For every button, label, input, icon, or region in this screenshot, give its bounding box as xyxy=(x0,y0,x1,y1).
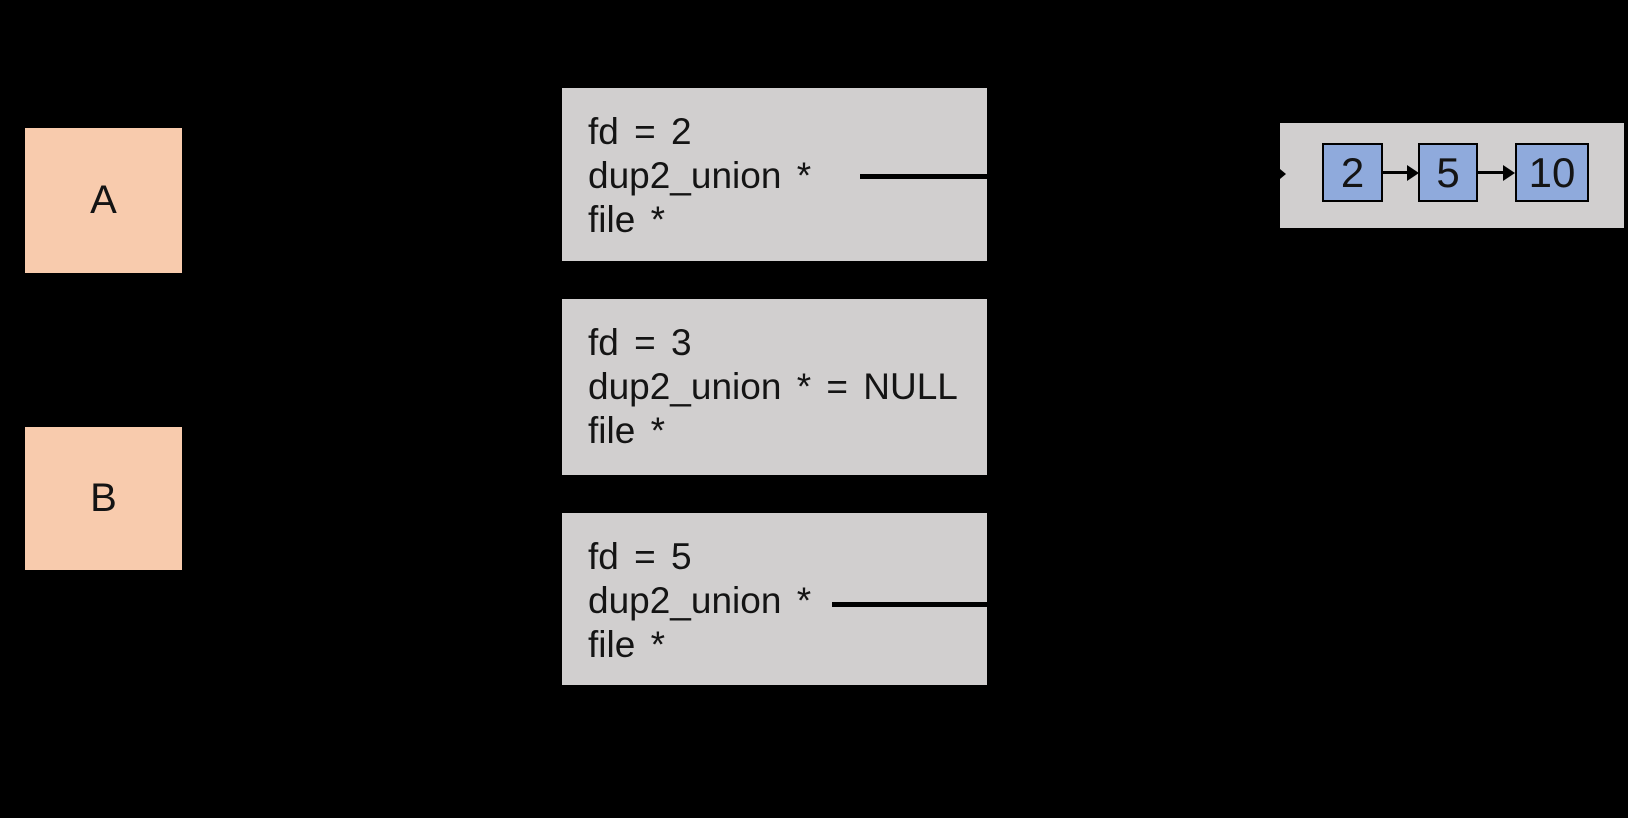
process-box-b: B xyxy=(25,427,182,570)
list-node: 5 xyxy=(1418,143,1478,202)
file-field: file * xyxy=(588,199,665,240)
dup2-union-field: dup2_union * xyxy=(588,580,812,621)
file-field: file * xyxy=(588,410,665,451)
list-arrow xyxy=(1383,171,1408,174)
pointer-arrowhead-tip-icon xyxy=(1280,169,1286,179)
dup2-union-field: dup2_union * = NULL xyxy=(588,366,958,407)
list-node: 10 xyxy=(1515,143,1589,202)
list-node: 2 xyxy=(1322,143,1383,202)
dup2-union-field: dup2_union * xyxy=(588,155,812,196)
linked-list-panel: 2 5 10 xyxy=(1280,123,1624,228)
file-field: file * xyxy=(588,624,665,665)
fd-entry-box-fd5: fd = 5 dup2_union * file * xyxy=(562,513,987,685)
pointer-line-fd2 xyxy=(860,174,987,179)
fd-entry-box-fd3: fd = 3 dup2_union * = NULL file * xyxy=(562,299,987,475)
list-arrow xyxy=(1478,171,1504,174)
fd-field: fd = 2 xyxy=(588,111,692,152)
list-arrow-head-icon xyxy=(1503,165,1515,181)
pointer-line-fd5 xyxy=(832,602,987,607)
fd-field: fd = 5 xyxy=(588,536,692,577)
fd-field: fd = 3 xyxy=(588,322,692,363)
process-box-a: A xyxy=(25,128,182,273)
list-arrow-head-icon xyxy=(1407,165,1419,181)
